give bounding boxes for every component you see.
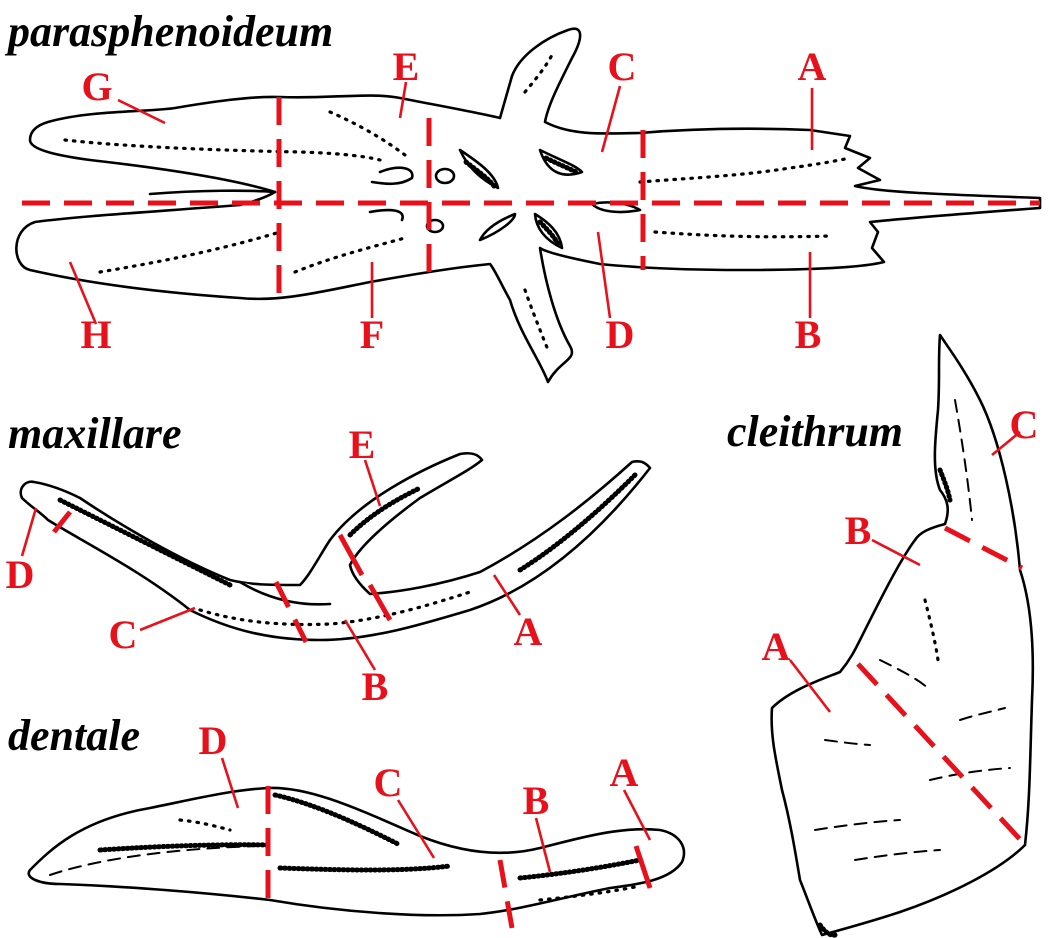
label-max-d: D: [6, 552, 35, 597]
label-den-c: C: [374, 760, 403, 805]
label-para-f: F: [360, 312, 384, 357]
parasphenoideum-title: parasphenoideum: [4, 7, 333, 56]
label-para-a: A: [798, 44, 827, 89]
parasphenoideum-notch: [150, 191, 275, 194]
maxillare-panel: maxillare D C E B A: [6, 409, 650, 709]
label-den-d: D: [199, 718, 228, 763]
label-den-b: B: [523, 778, 550, 823]
label-max-c: C: [109, 612, 138, 657]
leader-max-c: [140, 608, 195, 630]
maxillare-title: maxillare: [8, 409, 182, 458]
label-cle-c: C: [1010, 402, 1039, 447]
parasphenoideum-panel: parasphenoideum: [4, 7, 1040, 382]
label-para-b: B: [795, 312, 822, 357]
label-den-a: A: [610, 750, 639, 795]
label-para-c: C: [608, 44, 637, 89]
label-para-g: G: [81, 64, 112, 109]
label-max-e: E: [349, 422, 376, 467]
label-max-a: A: [514, 609, 543, 654]
label-max-b: B: [362, 664, 389, 709]
cleithrum-panel: cleithrum C B A: [727, 335, 1038, 935]
dentale-title: dentale: [8, 711, 140, 760]
label-para-e: E: [393, 44, 420, 89]
dentale-outline: [29, 788, 684, 915]
label-cle-a: A: [762, 624, 791, 669]
leader-max-d: [22, 508, 36, 556]
parasphenoideum-foramen-upper: [436, 169, 454, 183]
label-cle-b: B: [845, 508, 872, 553]
label-para-d: D: [606, 312, 635, 357]
cleithrum-title: cleithrum: [727, 407, 903, 456]
label-para-h: H: [80, 312, 111, 357]
dentale-panel: dentale D C B A: [8, 711, 684, 928]
